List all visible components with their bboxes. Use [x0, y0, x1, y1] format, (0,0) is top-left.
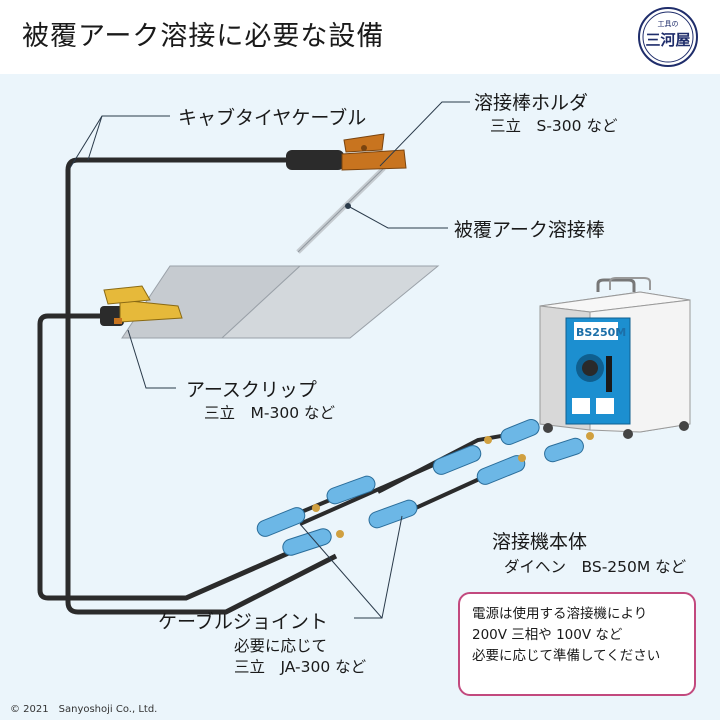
note-line-1: 電源は使用する溶接機により [472, 606, 648, 622]
cabtire-cable-lower-2 [96, 553, 338, 615]
label-machine-model: ダイヘン BS-250M など [504, 558, 687, 576]
label-joint-sub: 必要に応じて [234, 637, 328, 655]
machine-panel-text: BS250M [576, 326, 626, 339]
power-supply-note: 電源は使用する溶接機により 200V 三相や 100V など 必要に応じて準備し… [458, 592, 696, 696]
header: 被覆アーク溶接に必要な設備 [0, 0, 720, 74]
label-joint-name: ケーブルジョイント [158, 611, 328, 633]
cable-joint-1 [256, 507, 306, 537]
cable-joint-2 [282, 528, 332, 556]
cable-joint-5 [432, 445, 482, 475]
cable-joint-4 [368, 499, 418, 529]
welding-machine [539, 277, 691, 439]
cabtire-cable-lower [70, 545, 302, 601]
leader-clip [127, 329, 176, 389]
logo-main-text: 三河屋 [645, 31, 690, 49]
leader-joint [354, 515, 403, 619]
electrode-holder [286, 133, 407, 171]
label-clip-model: 三立 M-300 など [204, 404, 335, 422]
earth-clip [100, 285, 183, 326]
label-holder-name: 溶接棒ホルダ [474, 92, 589, 114]
cable-joint-3 [326, 475, 376, 505]
logo-top-text: 工具の [658, 20, 679, 28]
leader-rod [347, 205, 448, 229]
page-title: 被覆アーク溶接に必要な設備 [22, 21, 385, 52]
mikawaya-logo: 工具の 三河屋 [638, 7, 698, 67]
cable-joint-7 [500, 419, 540, 445]
note-line-2: 200V 三相や 100V など [472, 627, 623, 643]
label-clip-name: アースクリップ [186, 379, 317, 401]
label-machine-name: 溶接機本体 [492, 531, 588, 553]
cable-joint-8 [544, 437, 584, 463]
label-holder-model: 三立 S-300 など [490, 117, 618, 135]
copyright: © 2021 Sanyoshoji Co., Ltd. [10, 704, 158, 715]
label-rod-name: 被覆アーク溶接棒 [454, 219, 605, 241]
cabtire-cable-clip [37, 313, 108, 601]
note-line-3: 必要に応じて準備してください [472, 648, 661, 664]
label-joint-model: 三立 JA-300 など [234, 658, 367, 676]
cabtire-cable-holder [65, 157, 290, 615]
label-cabtire-cable: キャブタイヤケーブル [178, 107, 367, 129]
base-metal-plate-right [220, 265, 440, 339]
leader-holder [379, 101, 470, 167]
